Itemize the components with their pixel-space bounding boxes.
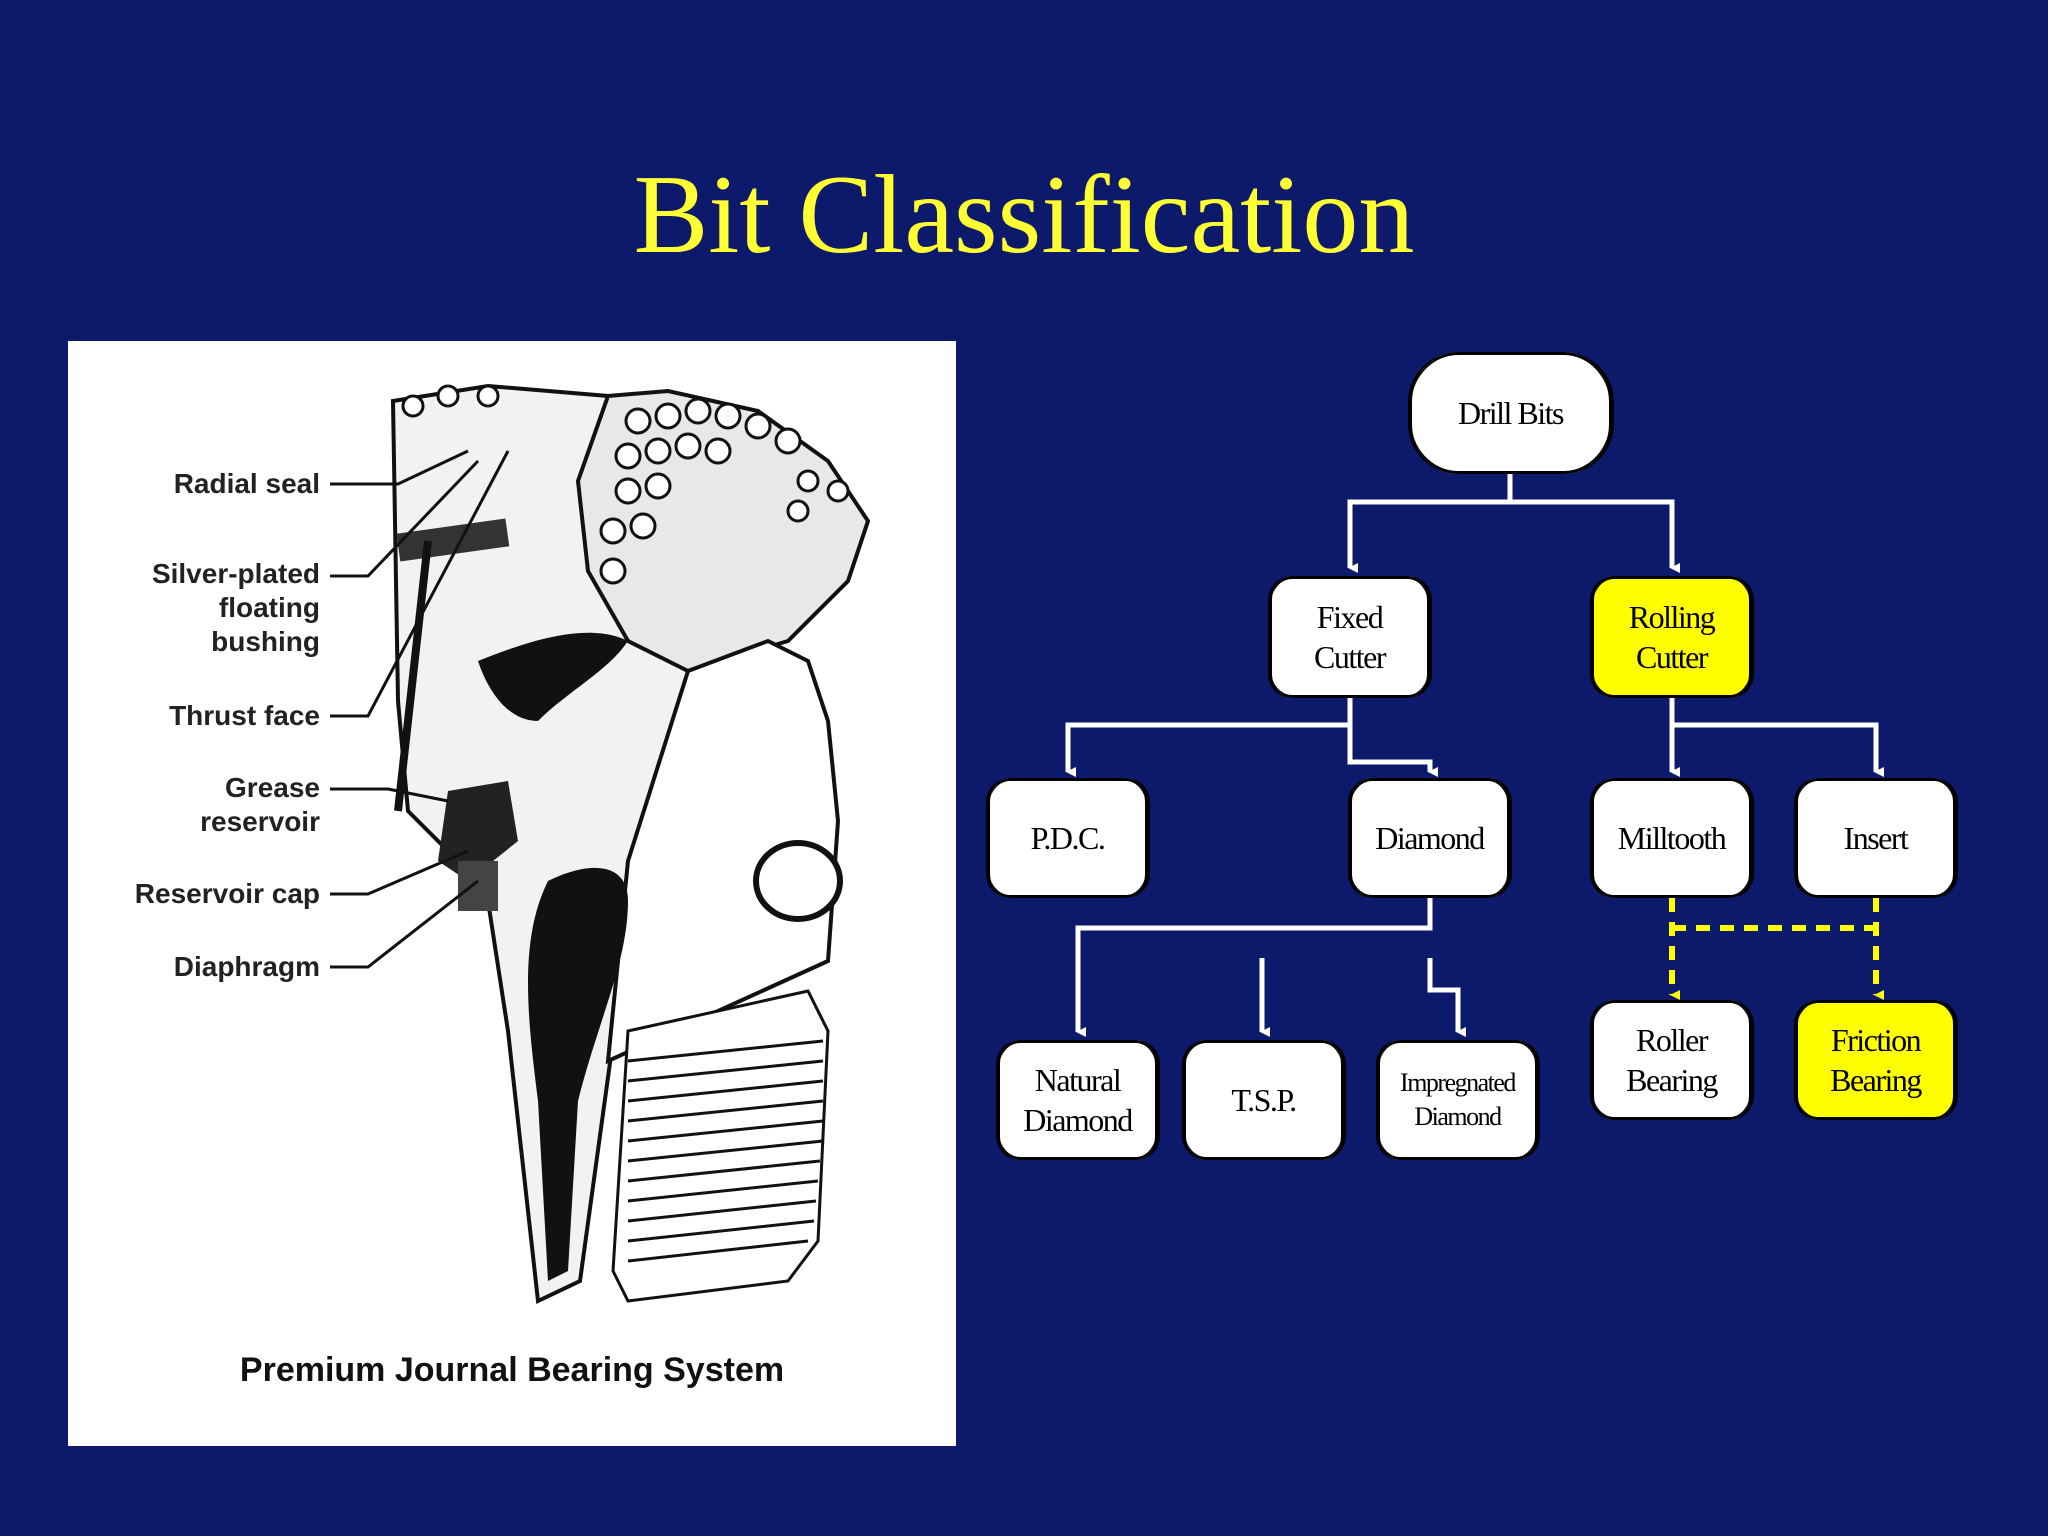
node-diamond: Diamond — [1348, 778, 1512, 898]
callout-diaphragm: Diaphragm — [173, 951, 320, 982]
nozzle — [753, 840, 843, 922]
roller-cone-bit-illustration — [330, 383, 871, 1305]
node-insert: Insert — [1794, 778, 1958, 898]
diaphragm — [458, 861, 498, 911]
node-milltooth: Milltooth — [1590, 778, 1754, 898]
bit-illustration-panel: Radial seal Silver-plated floating bushi… — [68, 341, 956, 1446]
callout-thrust-face: Thrust face — [169, 700, 320, 731]
callout-floating-bushing: Silver-plated floating bushing — [151, 558, 320, 657]
connector-fixed-pdc — [1065, 698, 1353, 777]
connector-rolling-insert — [1672, 722, 1884, 777]
node-impregnated-diamond: Impregnated Diamond — [1376, 1040, 1540, 1160]
node-rolling-cutter: Rolling Cutter — [1590, 576, 1754, 698]
callout-reservoir-cap: Reservoir cap — [134, 878, 320, 909]
node-natural-diamond: Natural Diamond — [996, 1040, 1160, 1160]
node-tsp: T.S.P. — [1182, 1040, 1346, 1160]
node-friction-bearing: Friction Bearing — [1794, 1000, 1958, 1120]
cone-inserts — [401, 384, 850, 585]
grease-channel — [528, 867, 628, 1281]
connector-root-rolling — [1510, 499, 1680, 573]
node-drill-bits: Drill Bits — [1408, 352, 1614, 474]
node-roller-bearing: Roller Bearing — [1590, 1000, 1754, 1120]
connector-fixed-diamond — [1347, 725, 1438, 777]
connector-diamond-natural — [1075, 898, 1433, 1037]
connector-impregnated — [1427, 958, 1466, 1037]
callout-radial-seal: Radial seal — [173, 468, 320, 499]
leader-lines — [330, 449, 510, 969]
callout-grease-reservoir: Grease reservoir — [200, 772, 320, 837]
connector-root-fixed — [1347, 499, 1510, 573]
journal-cavity — [478, 632, 628, 721]
slide-title: Bit Classification — [633, 153, 1415, 277]
node-pdc: P.D.C. — [986, 778, 1150, 898]
threaded-pin — [611, 989, 830, 1303]
figure-caption: Premium Journal Bearing System — [239, 1351, 785, 1389]
node-fixed-cutter: Fixed Cutter — [1268, 576, 1432, 698]
